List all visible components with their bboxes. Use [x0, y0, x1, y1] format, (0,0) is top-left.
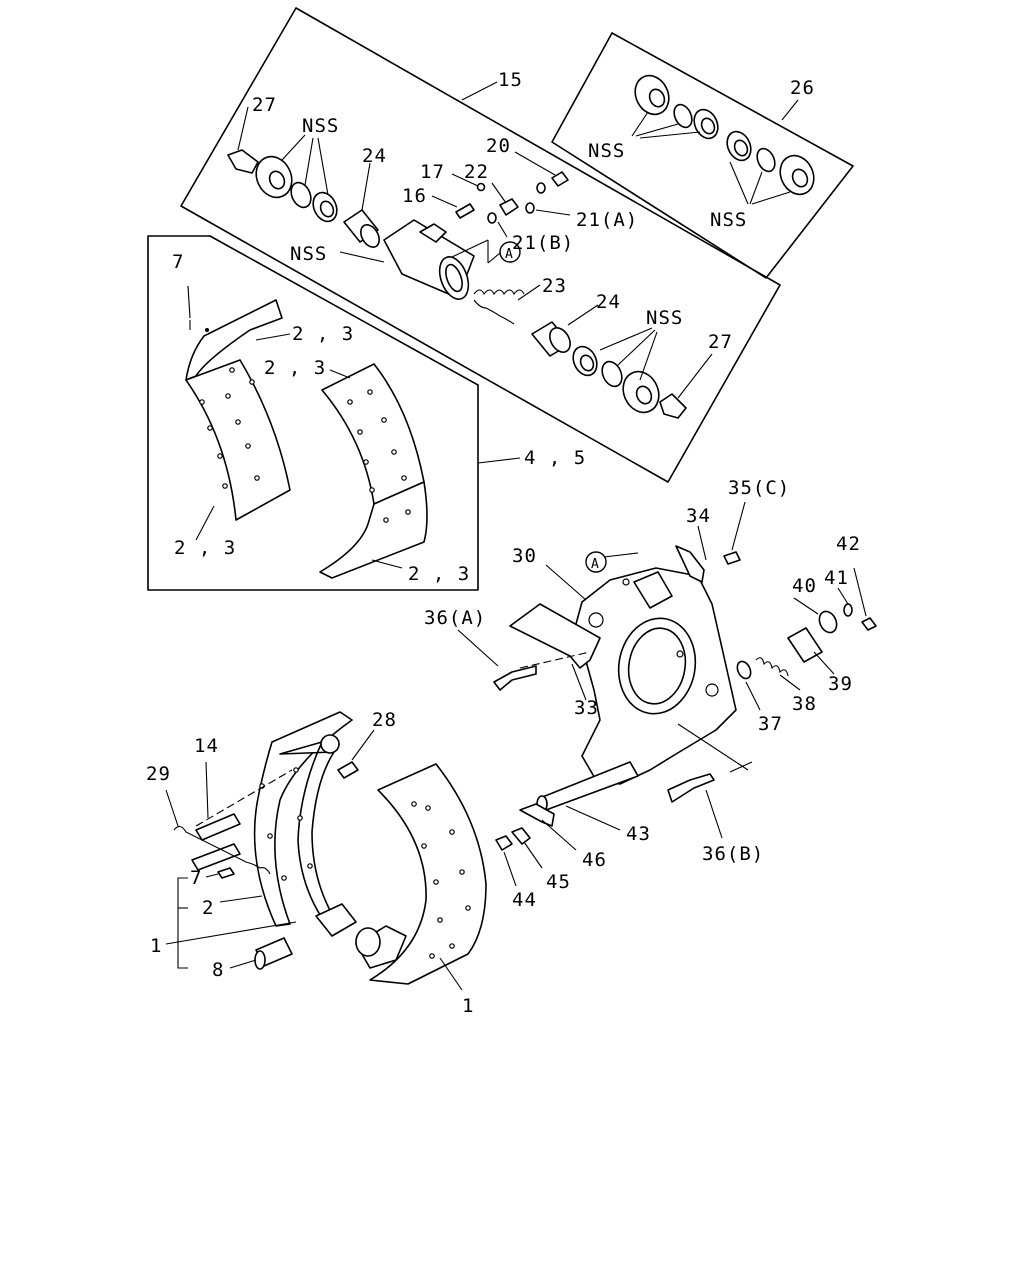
- label-26: 26: [790, 77, 815, 99]
- label-39: 39: [828, 673, 853, 695]
- union-bolt-22: [491, 182, 519, 216]
- lock-plate-46: [519, 803, 577, 851]
- label-2-3-d: 2 , 3: [408, 563, 470, 585]
- washer-21a: [525, 202, 571, 216]
- piston-24-lower: [531, 304, 599, 357]
- label-45: 45: [546, 871, 571, 893]
- label-43: 43: [626, 823, 651, 845]
- label-2: 2: [202, 897, 214, 919]
- piston-24-upper: [343, 162, 380, 248]
- group-bracket-1-2-7-8: [165, 867, 297, 970]
- label-35c: 35(C): [728, 477, 790, 499]
- brake-shoe-right: [355, 763, 487, 991]
- label-37: 37: [758, 713, 783, 735]
- label-2-3-a: 2 , 3: [292, 323, 354, 345]
- label-24-upper: 24: [362, 145, 387, 167]
- cylinder-body: [339, 219, 475, 300]
- screw-35c: [723, 501, 746, 565]
- label-nss-4: NSS: [290, 243, 327, 265]
- boot-lower: [622, 370, 660, 414]
- label-nss-2: NSS: [588, 140, 625, 162]
- label-nss-1: NSS: [302, 115, 339, 137]
- label-40: 40: [792, 575, 817, 597]
- cup-kit-parts: [631, 74, 815, 205]
- label-29: 29: [146, 763, 171, 785]
- lining-left: [185, 299, 291, 521]
- cup-kit-box-26: [551, 32, 854, 279]
- bolt-36a: [457, 629, 591, 691]
- label-4-5: 4 , 5: [524, 447, 586, 469]
- part-labels: 15 26 27 NSS 24 20 17 22 NSS 16 21(A) NS…: [146, 69, 861, 1017]
- boot-upper: [255, 155, 293, 199]
- bracket-34: [675, 525, 707, 583]
- nss-leader-lower: [599, 327, 658, 381]
- label-7-lower: 7: [190, 867, 202, 889]
- label-16: 16: [402, 185, 427, 207]
- label-nss-5: NSS: [646, 307, 683, 329]
- label-34: 34: [686, 505, 711, 527]
- label-36b: 36(B): [702, 843, 764, 865]
- label-2-3-c: 2 , 3: [174, 537, 236, 559]
- pin-14: [191, 761, 241, 871]
- label-7-upper: 7: [172, 251, 184, 273]
- cover-plate-33: [509, 603, 601, 701]
- spring-29: [165, 769, 293, 875]
- label-46: 46: [582, 849, 607, 871]
- label-30: 30: [512, 545, 537, 567]
- circle-a-leader-top: [451, 239, 501, 264]
- bolt-44: [495, 835, 517, 887]
- label-27-upper: 27: [252, 94, 277, 116]
- label-27-lower: 27: [708, 331, 733, 353]
- label-38: 38: [792, 693, 817, 715]
- wheel-cylinder-kit-box-15: [180, 7, 781, 483]
- circle-a-marker-plate: [585, 551, 607, 573]
- label-17: 17: [420, 161, 445, 183]
- pin-28: [337, 729, 375, 779]
- label-23: 23: [542, 275, 567, 297]
- label-41: 41: [824, 567, 849, 589]
- label-1-left: 1: [150, 935, 162, 957]
- screw-20: [514, 151, 569, 194]
- washer-45: [511, 827, 543, 869]
- label-nss-3: NSS: [710, 209, 747, 231]
- anchor-plate-30: [545, 552, 737, 785]
- label-20: 20: [486, 135, 511, 157]
- spring-23: [473, 284, 541, 325]
- nss-leader-upper: [281, 134, 329, 196]
- label-21b: 21(B): [512, 232, 574, 254]
- label-8: 8: [212, 959, 224, 981]
- label-1-right: 1: [462, 995, 474, 1017]
- label-24-lower: 24: [596, 291, 621, 313]
- cup-lower: [572, 345, 598, 377]
- seal-upper: [290, 181, 312, 209]
- bleeder-cap-27-upper: [227, 106, 259, 174]
- cap-17: [451, 173, 486, 192]
- washer-21b: [487, 212, 508, 238]
- label-33: 33: [574, 697, 599, 719]
- seal-lower: [601, 360, 623, 388]
- label-44: 44: [512, 889, 537, 911]
- label-21a: 21(A): [576, 209, 638, 231]
- lining-right: [319, 363, 428, 579]
- label-circle-a-top: A: [505, 247, 514, 262]
- bleeder-screw-16: [431, 195, 475, 219]
- bolt-36b: [667, 723, 753, 839]
- circle-a-marker-top: [499, 241, 521, 263]
- label-42: 42: [836, 533, 861, 555]
- label-15: 15: [498, 69, 523, 91]
- label-28: 28: [372, 709, 397, 731]
- label-circle-a-plate: A: [591, 557, 600, 572]
- label-2-3-b: 2 , 3: [264, 357, 326, 379]
- adjuster-parts-37-42: [736, 567, 877, 711]
- label-14: 14: [194, 735, 219, 757]
- brake-shoe-left: [253, 711, 357, 937]
- cup-upper: [312, 191, 338, 223]
- label-36a: 36(A): [424, 607, 486, 629]
- bleeder-cap-27-lower: [659, 353, 713, 419]
- label-22: 22: [464, 161, 489, 183]
- lining-leaders: [187, 285, 403, 569]
- lining-kit-box-4-5: [147, 235, 521, 591]
